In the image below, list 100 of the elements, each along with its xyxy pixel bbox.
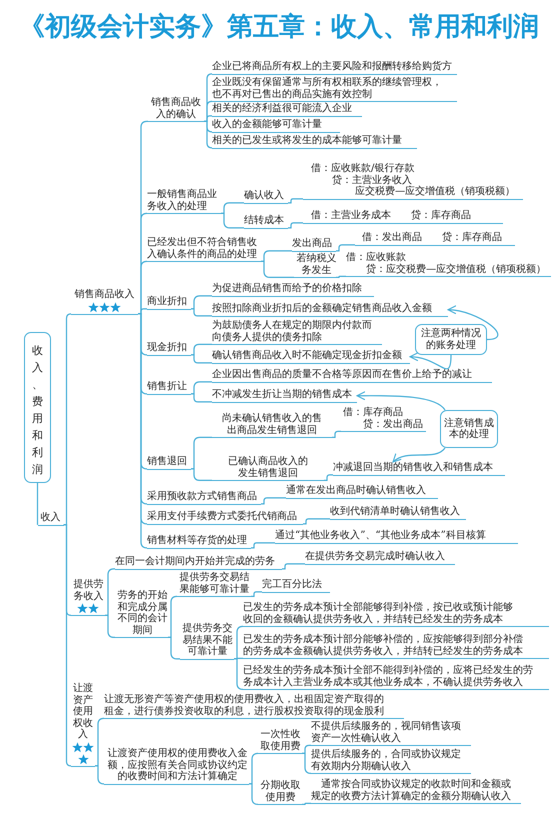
branch-line [303, 518, 330, 524]
topic-text: 现金折扣 [147, 342, 188, 354]
topic-node [243, 634, 549, 659]
topic-text: 劳务的开始和完成分属不同的会计期间 [116, 590, 168, 636]
topic-text: 让渡资产使用权的使用费收入金额，应按照有关合同或协议约定的收费时间和方法计算确定 [106, 748, 248, 782]
topic-node [292, 238, 336, 252]
topic-text: 贷：应交税费—应交增值税（销项税额） [366, 264, 548, 275]
branch-line [191, 468, 212, 481]
branch-line [191, 344, 212, 356]
topic-text: 采用预收款方式销售商品 [147, 491, 258, 502]
topic-node [147, 511, 303, 524]
branch-line [204, 115, 212, 122]
branch-line [261, 497, 286, 504]
branch-line [251, 591, 262, 597]
topic-node [212, 350, 410, 364]
topic-text: 不提供后续服务的，视同销售该项资产一次性确认收入 [311, 721, 462, 744]
topic-text: 一次性收取使用费 [259, 729, 302, 752]
topic-node [212, 303, 448, 316]
branch-line [324, 474, 333, 481]
topic-text: 已确认商品收入的发生销售退回 [227, 456, 309, 479]
topic-text: 借：发出商品 [362, 232, 422, 244]
topic-node [355, 232, 515, 246]
topic-text: 让渡无形资产等资产使用权的使用费收入，出租固定资产取得的租金，进行债券投资收取的利息，进行股权投资取得的现金股利 [104, 694, 385, 717]
topic-text: 已发生的劳务成本预计部分能够补偿的，应按能够得到部分补偿的劳务成本金额确认提供劳务收入，并结转已经发生的劳务成本 [243, 634, 524, 657]
note-text: 注意两种情况的账务处理 [420, 328, 482, 351]
topic-text: 提供劳务收入 [72, 579, 104, 602]
topic-node [212, 413, 332, 438]
branch-line [261, 250, 292, 262]
topic-text: 相关的经济利益很可能流入企业 [212, 103, 353, 114]
branch-line [191, 393, 212, 402]
topic-node [303, 163, 523, 200]
topic-node [333, 462, 505, 476]
topic-text: 收入 [39, 512, 62, 524]
topic-text: 通常按合同或协议规定的收款时间和金额或规定的收费方法计算确定的金额分期确认收入 [311, 779, 512, 802]
topic-node [212, 135, 417, 148]
topic-node [147, 342, 191, 356]
note-box [415, 324, 487, 355]
topic-text: 提供劳务交易结果能够可靠计量 [178, 572, 251, 595]
note-arrow [356, 391, 446, 410]
branch-line [332, 430, 341, 438]
topic-text: 销售折让 [147, 381, 188, 392]
topic-text: 借：应收账款 [346, 252, 407, 264]
branch-line [288, 222, 303, 228]
topic-text: 收入的金额能够可靠计量 [212, 119, 323, 130]
branch-line [191, 295, 212, 310]
topic-node [212, 119, 340, 132]
topic-node [212, 456, 324, 481]
topic-text: 销售商品收入的确认 [150, 97, 202, 120]
diagram-title: 《初级会计实务》第五章：收入、常用和利润 [18, 11, 540, 44]
topic-node [147, 456, 191, 470]
topic-node [71, 683, 95, 766]
topic-node [341, 407, 426, 432]
topic-text: 确认销售商品收入时不能确定现金折扣金额 [212, 350, 403, 362]
branch-line [221, 202, 244, 214]
branch-line [249, 752, 259, 784]
topic-text: 收到代销清单时确认销售收入 [330, 506, 461, 518]
note-arrow [409, 352, 452, 370]
topic-text: 企业已将商品所有权上的主要风险和报酬转移给购货方 [212, 61, 453, 72]
topic-node [147, 296, 191, 310]
branch-line [168, 636, 180, 660]
topic-node [305, 551, 455, 564]
branch-line [336, 276, 346, 278]
topic-node [212, 389, 357, 402]
branch-line [191, 436, 212, 470]
topic-node [244, 190, 288, 204]
branch-line [191, 308, 212, 316]
topic-text: 提供劳务交易结果不能可靠计量 [182, 623, 234, 658]
topic-node [286, 485, 438, 498]
topic-node [71, 289, 138, 314]
topic-text: 一般销售商品业务收入的处理 [147, 189, 218, 212]
branch-line [191, 354, 212, 364]
topic-text: 企业因出售商品的质量不合格等原因而在售价上给予的减让 [212, 369, 473, 380]
topic-text: 销售商品收入 [74, 289, 136, 300]
topic-node [147, 381, 191, 394]
topic-node [243, 602, 549, 627]
topic-node [346, 252, 551, 277]
branch-line [249, 783, 259, 805]
note-text: 注意销售成本的处理 [443, 418, 495, 440]
topic-text: 贷：库存商品 [442, 232, 502, 244]
topic-text: 已经发生的劳务成本预计全部不能得到补偿的，应将已经发生的劳务成本计入主营业务成本或其他业务成本，不确认提供劳务收入 [243, 665, 534, 688]
topic-text: 确认收入 [244, 190, 285, 202]
topic-text: 通常在发出商品时确认销售收入 [286, 485, 427, 496]
topic-text: 发出商品 [292, 238, 333, 250]
topic-text: 贷：库存商品 [411, 210, 471, 222]
topic-node [115, 556, 282, 570]
topic-node [262, 579, 330, 592]
root-topic-box [24, 332, 51, 483]
topic-text: 收入、费用和利润 [32, 343, 43, 478]
branch-line [204, 120, 213, 148]
topic-node [147, 535, 251, 548]
topic-text: 通过“其他业务收入”、“其他业务成本”科目核算 [275, 530, 487, 542]
topic-text: 分期收取使用费 [259, 780, 302, 803]
topic-text: 已经发出但不符合销售收入确认条件的商品的处理 [147, 237, 258, 260]
topic-text: 让渡资产使用权收入 [72, 683, 94, 740]
topic-text: 不冲减发生折让当期的销售成本 [212, 389, 353, 400]
topic-text: 已发生的劳务成本预计全部能够得到补偿，按已收或预计能够收回的金额确认提供劳务收入，并结转已经发生的劳务成本 [243, 602, 514, 625]
branch-line [302, 744, 311, 754]
branch-line [95, 718, 105, 766]
topic-node [275, 530, 518, 544]
topic-text: 贷：主营业务收入 [332, 174, 413, 186]
